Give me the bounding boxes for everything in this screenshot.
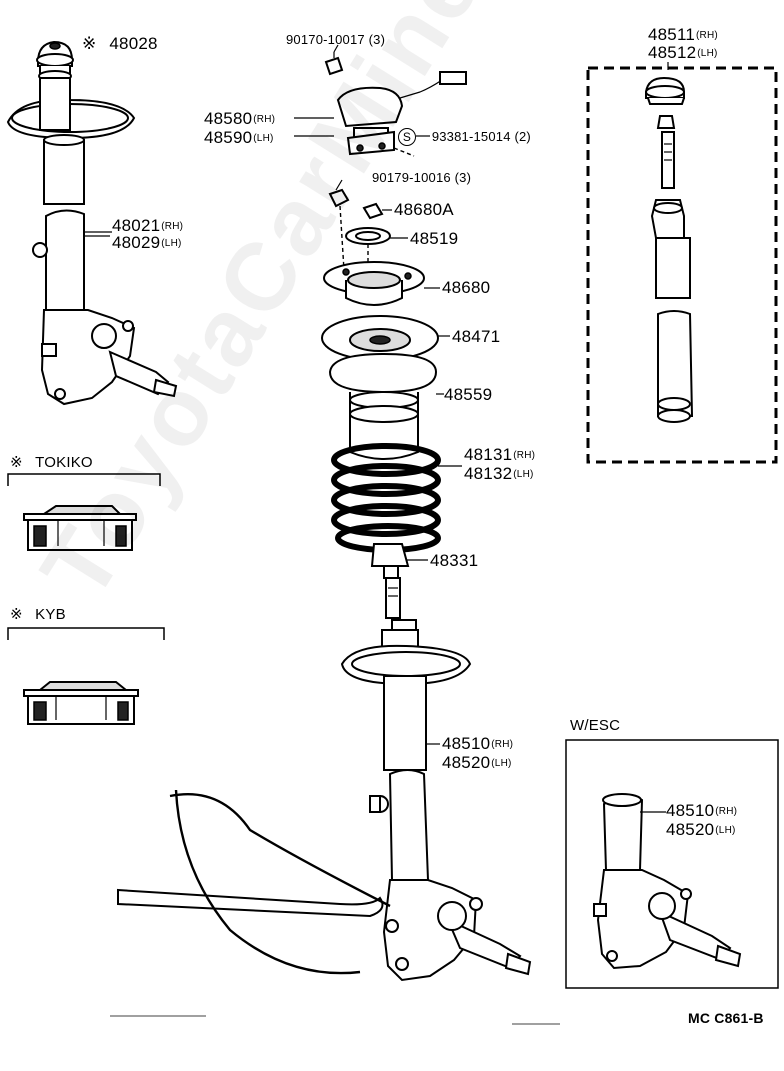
box-rod — [661, 131, 675, 189]
screw-symbol-icon: S — [398, 128, 416, 146]
box-cover — [645, 76, 685, 105]
mark-icon: ※ — [82, 34, 97, 53]
label-48511-48512: 48511(RH) 48512(LH) — [648, 25, 718, 62]
washer-48519 — [345, 227, 408, 262]
coil-spring-48131 — [331, 443, 462, 553]
label-48559: 48559 — [444, 385, 493, 404]
nut-90179 — [328, 188, 350, 271]
label-48471: 48471 — [452, 327, 501, 346]
section-tokiko: ※ TOKIKO — [10, 454, 93, 471]
label-48131-48132: 48131(RH) 48132(LH) — [464, 445, 536, 483]
label-90170: 90170-10017 (3) — [286, 32, 386, 47]
diagram-code: MC C861-B — [688, 1010, 764, 1026]
kyb-inset — [7, 627, 165, 725]
knuckle-left — [40, 309, 178, 406]
label-93381: S 93381-15014 (2) — [398, 128, 531, 146]
tokiko-inset — [7, 473, 161, 551]
label-48580-48590: 48580(RH) 48590(LH) — [204, 109, 276, 147]
mark-icon: ※ — [10, 606, 23, 623]
strut-left-body — [32, 77, 112, 311]
label-48028: ※ 48028 — [82, 34, 158, 53]
shock-rod — [385, 577, 401, 619]
shock-absorber-48510 — [340, 619, 472, 881]
label-48680: 48680 — [442, 278, 491, 297]
bracket-48580 — [294, 71, 467, 157]
label-48519: 48519 — [410, 229, 459, 248]
section-kyb: ※ KYB — [10, 606, 66, 623]
label-wesc-48510-48520: 48510(RH) 48520(LH) — [666, 801, 738, 839]
wesc-strut — [593, 793, 742, 970]
knuckle-center — [382, 879, 532, 982]
label-48021-48029: 48021(RH) 48029(LH) — [112, 216, 184, 252]
nut-48680a — [362, 202, 392, 220]
label-48510-48520: 48510(RH) 48520(LH) — [442, 734, 514, 772]
alt-kit-box — [586, 66, 778, 464]
mark-icon: ※ — [10, 454, 23, 471]
box-boot — [650, 199, 691, 299]
seat-48471 — [321, 315, 450, 361]
label-48680a: 48680A — [394, 200, 454, 219]
nut-90170 — [324, 52, 344, 76]
wesc-box — [565, 739, 779, 989]
wesc-title: W/ESC — [570, 717, 621, 734]
bumper-48331 — [370, 543, 428, 579]
box-shock — [657, 310, 694, 423]
support-48680 — [323, 261, 440, 306]
support-cover-48028 — [36, 40, 74, 82]
label-90179: 90179-10016 (3) — [372, 170, 472, 185]
label-48331: 48331 — [430, 551, 479, 570]
tie-rod-arm — [117, 789, 391, 975]
insulator-48559 — [328, 352, 444, 460]
box-nut — [656, 115, 676, 129]
